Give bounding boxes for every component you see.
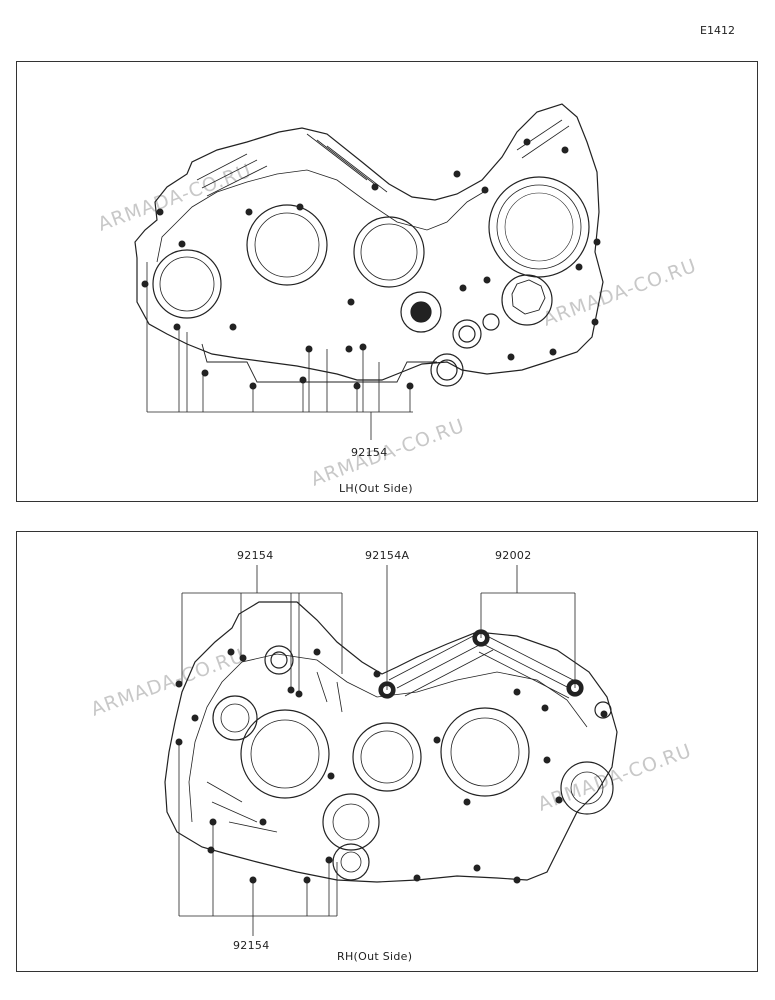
lh-leader-lines	[146, 262, 413, 440]
lh-bore-right	[353, 216, 425, 288]
rh-bore-small	[212, 695, 258, 741]
lh-panel-caption: LH(Out Side)	[339, 482, 413, 495]
rh-leader-lines	[178, 565, 576, 936]
rh-callout-92154-top: 92154	[237, 549, 274, 562]
lh-crankcase-panel: 92154 LH(Out Side)	[16, 61, 758, 502]
rh-callout-92002: 92002	[495, 549, 532, 562]
rh-crankcase-panel: 92154 92154A 92002 92154 RH(Out Side)	[16, 531, 758, 972]
rh-callout-92154-bottom: 92154	[233, 939, 270, 952]
rh-case-outline	[164, 601, 618, 883]
rh-bore-far-right	[560, 761, 614, 815]
lh-clutch-bore	[488, 176, 590, 278]
lh-crankcase-drawing	[134, 103, 604, 440]
rh-crankcase-drawing	[164, 565, 618, 936]
rh-panel-caption: RH(Out Side)	[337, 950, 413, 963]
rh-bore-left	[240, 709, 330, 799]
rh-bore-right	[440, 707, 530, 797]
lh-bore-center	[246, 204, 328, 286]
lh-bore-left	[152, 249, 222, 319]
rh-bore-center	[352, 722, 422, 792]
figure-id: E1412	[700, 24, 735, 37]
rh-callout-92154A: 92154A	[365, 549, 410, 562]
lh-case-outline	[134, 103, 604, 381]
lh-gear-boss	[501, 274, 553, 326]
lh-callout-92154: 92154	[351, 446, 388, 459]
